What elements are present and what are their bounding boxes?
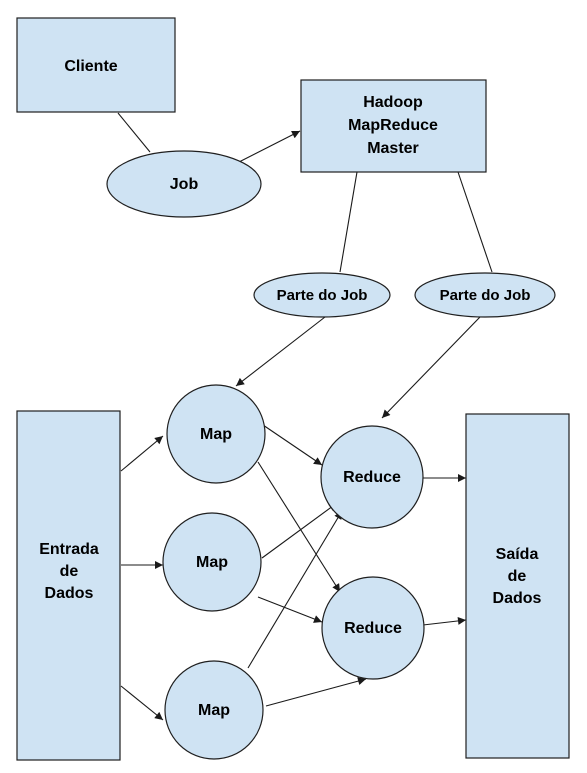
entrada-label-line-2: de (60, 563, 79, 580)
saida-label-line-1: Saída (496, 546, 539, 563)
cliente-box: Cliente (16, 17, 176, 113)
master-label-line-2: MapReduce (348, 117, 438, 134)
reduce-node-2: Reduce (321, 576, 425, 680)
entrada-label-line-3: Dados (45, 585, 94, 602)
arrow-map2-reduce1 (261, 502, 338, 559)
map-node-3: Map (164, 660, 264, 760)
job-ellipse: Job (106, 150, 262, 218)
arrow-entrada-map3 (120, 685, 164, 721)
job-label: Job (170, 176, 199, 193)
entrada-label-line-1: Entrada (39, 541, 99, 558)
reduce-label-1: Reduce (343, 469, 401, 486)
map-node-1: Map (166, 384, 266, 484)
arrow-map3-reduce1 (247, 510, 343, 669)
arrow-entrada-map1 (120, 435, 164, 472)
arrow-map1-reduce1 (262, 424, 323, 466)
saida-label-line-2: de (508, 568, 527, 585)
arrow-job-master (238, 130, 301, 163)
cliente-label: Cliente (64, 58, 117, 75)
map-label-2: Map (196, 554, 228, 571)
entrada-dados-box: Entrada de Dados (16, 410, 121, 761)
arrow-map1-reduce2 (257, 461, 341, 593)
arrow-map2-reduce2 (257, 596, 323, 623)
map-node-2: Map (162, 512, 262, 612)
arrow-reduce2-saida (422, 616, 467, 626)
saida-label-line-3: Dados (493, 590, 542, 607)
parte-job-label-2: Parte do Job (440, 287, 531, 304)
master-label-line-1: Hadoop (363, 94, 423, 111)
master-label-line-3: Master (367, 140, 419, 157)
parte-job-ellipse-1: Parte do Job (253, 272, 391, 318)
parte-job-ellipse-2: Parte do Job (414, 272, 556, 318)
connector-master-parte1 (339, 171, 358, 273)
saida-dados-box: Saída de Dados (465, 413, 570, 759)
map-label-1: Map (200, 426, 232, 443)
master-box: Hadoop MapReduce Master (300, 79, 487, 173)
connector-master-parte2 (457, 171, 493, 273)
arrow-map3-reduce2 (265, 677, 367, 707)
parte-job-label-1: Parte do Job (277, 287, 368, 304)
connectors (117, 112, 493, 721)
arrow-parte2-reduce1 (381, 316, 481, 419)
reduce-node-1: Reduce (320, 425, 424, 529)
map-label-3: Map (198, 702, 230, 719)
reduce-label-2: Reduce (344, 620, 402, 637)
connector-cliente-job (117, 112, 151, 153)
arrow-parte1-map1 (235, 316, 326, 387)
